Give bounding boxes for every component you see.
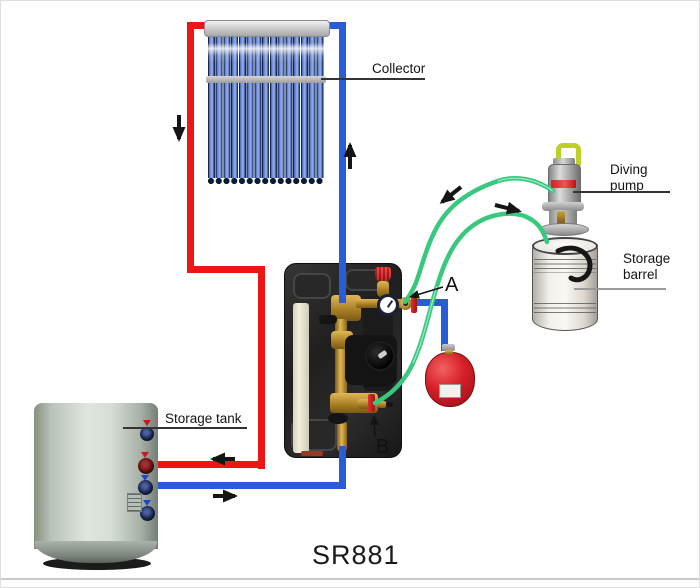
storage-barrel-ribs-bottom <box>534 303 596 316</box>
collector-support-bar <box>206 76 326 83</box>
collector-vacuum-tubes <box>208 34 324 178</box>
pressure-gauge <box>377 294 399 316</box>
tank-sticker <box>127 493 142 512</box>
valve-lever <box>319 315 337 324</box>
hot-pipe-header-stub <box>187 22 209 29</box>
fill-valve-a-handle <box>411 295 417 313</box>
cold-pipe-to-tank <box>151 482 346 489</box>
storage-barrel-ribs-top <box>534 259 596 273</box>
brass-outlet-pipe <box>337 421 347 451</box>
collector-tube-caps <box>208 176 324 189</box>
diving-pump-leader-line <box>573 191 670 193</box>
storage-barrel-label: Storage barrel <box>623 251 670 283</box>
tank-port-hot-inlet <box>138 458 154 474</box>
diving-pump-label: Diving pump <box>610 162 648 194</box>
tank-port-marker <box>143 420 151 426</box>
drain-valve-knob <box>328 413 348 424</box>
safety-valve-cap <box>375 267 391 281</box>
cold-pipe-vertical <box>339 22 346 267</box>
hot-pipe-vertical-down <box>258 266 265 469</box>
fill-valve-b-tip <box>386 402 393 407</box>
bottom-divider-line <box>1 578 699 580</box>
hose-highlight <box>497 177 554 192</box>
vessel-label <box>439 384 461 398</box>
diving-pump-label-band <box>551 180 576 188</box>
diving-pump-label-line2: pump <box>610 178 644 194</box>
vessel-nut <box>445 350 453 355</box>
tank-port <box>140 506 155 521</box>
hot-pipe-horizontal-jog <box>187 266 265 273</box>
storage-tank-leader-line <box>123 427 247 429</box>
pump-station-detail <box>293 273 331 299</box>
diving-pump-base <box>539 223 589 236</box>
tank-port-marker <box>141 475 149 481</box>
storage-tank-body <box>34 403 158 549</box>
tank-port-cold-outlet <box>138 480 153 495</box>
flow-arrow-hose-b-icon <box>494 201 522 215</box>
pump-speed-knob <box>365 341 395 371</box>
model-title: SR881 <box>312 540 400 570</box>
diving-pump-neck <box>553 158 575 165</box>
point-a-label: A <box>445 274 459 296</box>
storage-tank-base <box>35 541 157 563</box>
fill-valve-b-body <box>357 399 375 409</box>
flow-arrow-hose-a-icon <box>439 185 463 204</box>
diving-pump-label-line1: Diving <box>610 162 648 177</box>
cold-pipe-into-station <box>339 263 346 303</box>
hot-pipe-to-tank <box>149 461 265 468</box>
collector-label: Collector <box>372 61 426 76</box>
tank-port-marker <box>143 500 151 506</box>
hot-pipe-vertical-left <box>187 22 194 273</box>
diving-pump-fitting <box>557 211 565 224</box>
knob-notch <box>377 349 388 360</box>
diving-pump-flange <box>542 202 584 211</box>
storage-barrel-label-line2: barrel <box>623 267 658 283</box>
cold-pipe-station-outlet <box>339 446 346 489</box>
expansion-vessel <box>425 352 475 407</box>
pump-terminal-box <box>363 373 389 387</box>
gauge-needle <box>386 300 394 308</box>
fill-valve-b-handle <box>368 394 375 412</box>
hose-pump-to-valve-a <box>402 176 556 305</box>
tank-port <box>140 427 154 441</box>
storage-barrel-opening <box>532 237 598 255</box>
cold-pipe-header-stub <box>323 22 346 29</box>
collector-manifold <box>204 20 330 37</box>
pump-station-insulation-panel <box>293 303 309 453</box>
storage-tank-label: Storage tank <box>165 411 242 426</box>
point-b-label: B <box>376 436 390 458</box>
sensor-wire <box>301 451 323 456</box>
tank-port-marker <box>141 452 149 458</box>
storage-barrel-label-line1: Storage <box>623 251 671 266</box>
fill-valve-a-port <box>403 301 408 306</box>
collector-leader-line <box>321 78 425 80</box>
storage-barrel-leader-line <box>574 288 666 290</box>
